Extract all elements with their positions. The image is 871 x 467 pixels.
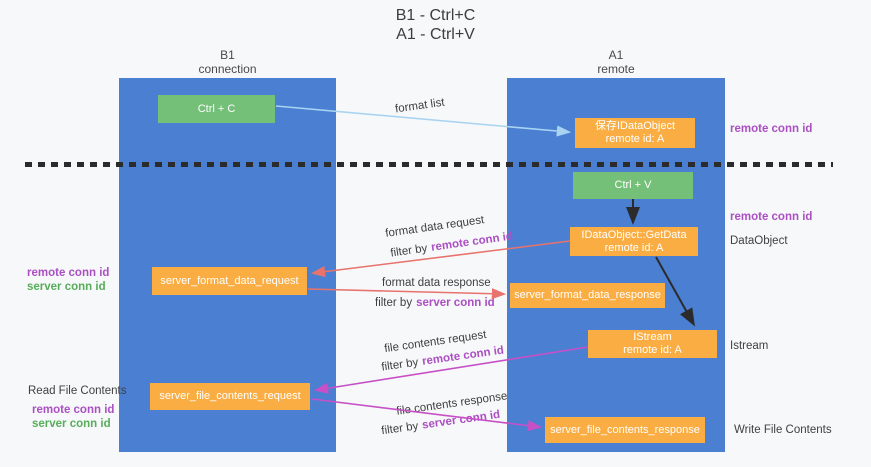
- ctrl-c-label: Ctrl + C: [197, 102, 236, 115]
- server-file-contents-request-label: server_file_contents_request: [159, 390, 301, 402]
- ctrl-v-box: Ctrl + V: [573, 172, 693, 199]
- left-server-conn-id-2: server conn id: [32, 418, 111, 430]
- server-format-data-response-box: server_format_data_response: [510, 283, 665, 308]
- istream-box: IStream remote id: A: [588, 330, 717, 358]
- save-idataobject-box: 保存IDataObject remote id: A: [575, 118, 695, 148]
- left-remote-conn-id-1: remote conn id: [27, 267, 110, 279]
- istream-line2: remote id: A: [623, 344, 682, 356]
- column-header-a1: A1 remote: [507, 48, 725, 76]
- server-format-data-request-box: server_format_data_request: [152, 267, 307, 295]
- getdata-line1: IDataObject::GetData: [581, 228, 687, 241]
- server-file-contents-response-box: server_file_contents_response: [545, 417, 705, 443]
- column-a1-name: A1: [608, 48, 624, 62]
- annotation-dataobject: DataObject: [730, 235, 788, 247]
- annotation-write-file-contents: Write File Contents: [734, 424, 832, 436]
- column-b1-role: connection: [198, 62, 257, 76]
- ctrl-v-label: Ctrl + V: [614, 179, 652, 191]
- column-header-b1: B1 connection: [119, 48, 336, 76]
- left-server-conn-id-1: server conn id: [27, 281, 106, 293]
- column-a1-role: remote: [597, 62, 635, 76]
- istream-line1: IStream: [633, 331, 672, 343]
- annotation-read-file-contents: Read File Contents: [28, 385, 127, 397]
- annotation-istream: Istream: [730, 340, 769, 352]
- phase-separator-dashed-line: [25, 162, 833, 167]
- diagram-title: B1 - Ctrl+C A1 - Ctrl+V: [0, 6, 871, 44]
- server-file-contents-response-label: server_file_contents_response: [550, 423, 700, 436]
- server-file-contents-request-box: server_file_contents_request: [150, 383, 310, 410]
- format-list-label: format list: [394, 96, 446, 116]
- annotation-conn-ids-format: remote conn id server conn id: [27, 266, 109, 294]
- idataobject-getdata-box: IDataObject::GetData remote id: A: [570, 227, 698, 256]
- format-data-response-label: format data response: [382, 277, 491, 289]
- server-format-data-request-label: server_format_data_request: [160, 274, 299, 287]
- annotation-remote-conn-id-mid: remote conn id: [730, 211, 813, 223]
- annotation-remote-conn-id-top: remote conn id: [730, 123, 813, 135]
- server-format-data-response-label: server_format_data_response: [514, 289, 661, 301]
- column-b1-name: B1: [220, 48, 235, 62]
- title-line-2: A1 - Ctrl+V: [396, 26, 475, 43]
- save-idataobject-line1: 保存IDataObject: [594, 120, 676, 132]
- getdata-line2: remote id: A: [604, 241, 664, 254]
- ctrl-c-box: Ctrl + C: [158, 95, 275, 123]
- title-line-1: B1 - Ctrl+C: [395, 7, 476, 24]
- save-idataobject-line2: remote id: A: [605, 133, 665, 145]
- annotation-conn-ids-file: remote conn id server conn id: [32, 403, 114, 431]
- left-remote-conn-id-2: remote conn id: [32, 404, 115, 416]
